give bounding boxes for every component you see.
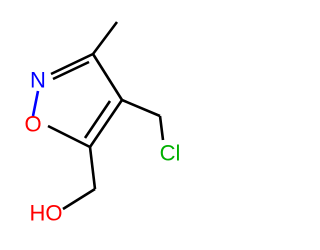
- bond-c3-n-outer: [50, 52, 94, 76]
- bond-n-o: [31, 90, 40, 117]
- chemical-structure-diagram: N O Cl HO: [24, 21, 181, 226]
- chlorine-atom-label: Cl: [160, 141, 181, 166]
- bond-c4-ch2: [121, 98, 161, 118]
- ring-oxygen-atom-label: O: [24, 112, 41, 137]
- bond-c3-methyl: [91, 21, 119, 55]
- bond-ch2-cl: [158, 115, 165, 141]
- bond-ch2-oh: [62, 187, 96, 211]
- bond-c3-n-inner: [52, 60, 90, 81]
- bond-c4-c3: [91, 53, 124, 101]
- bond-c5-c4-outer: [88, 99, 124, 148]
- bond-c5-c4-inner: [83, 100, 112, 139]
- nitrogen-atom-label: N: [30, 68, 46, 93]
- bond-o-c5: [47, 124, 91, 149]
- hydroxyl-group-label: HO: [30, 201, 63, 226]
- bond-c5-ch2: [88, 146, 97, 190]
